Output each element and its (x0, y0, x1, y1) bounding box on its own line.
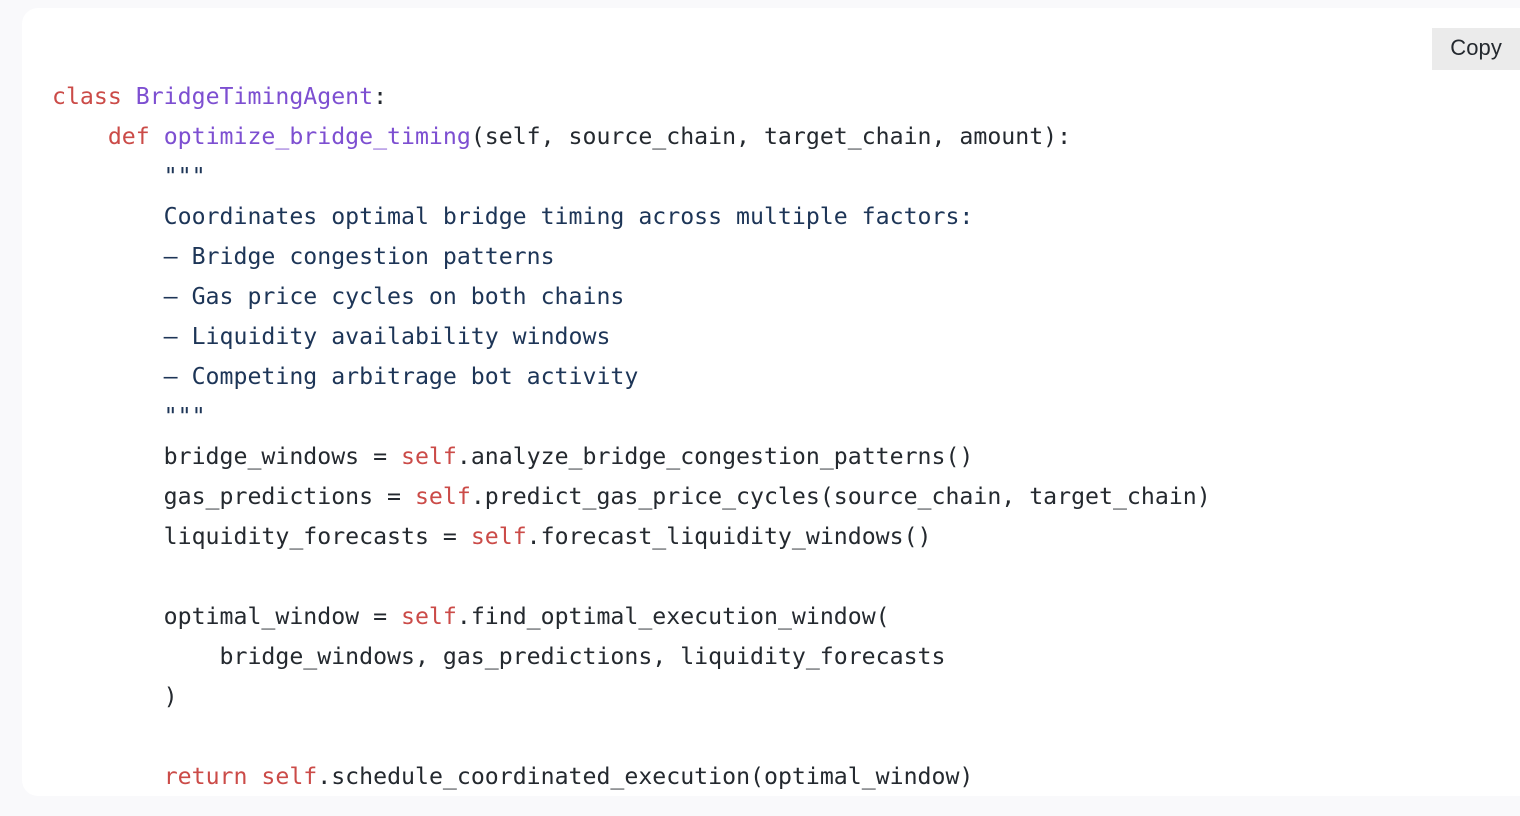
code-line: """ (52, 157, 1211, 197)
code-token-self: self (414, 483, 471, 511)
code-token-plain: .find_optimal_execution_window( (456, 603, 890, 631)
code-token-doc: – Competing arbitrage bot activity (52, 363, 639, 391)
code-line: """ (52, 397, 1211, 437)
code-line: bridge_windows = self.analyze_bridge_con… (52, 437, 1211, 477)
code-token-self: self (470, 523, 527, 551)
code-line: def optimize_bridge_timing(self, source_… (52, 117, 1211, 157)
code-token-kw: return (163, 763, 262, 791)
code-line: ​ (52, 717, 1211, 757)
code-line: – Bridge congestion patterns (52, 237, 1211, 277)
code-token-name: BridgeTimingAgent (135, 83, 374, 111)
code-token-doc: """ (52, 163, 206, 191)
code-token-plain: optimal_window = (52, 603, 402, 631)
code-token-plain: ) (52, 683, 178, 711)
code-token-name: optimize_bridge_timing (163, 123, 471, 151)
code-line: optimal_window = self.find_optimal_execu… (52, 597, 1211, 637)
code-block-card: Copy class BridgeTimingAgent: def optimi… (22, 8, 1520, 796)
code-token-plain: (self, source_chain, target_chain, amoun… (470, 123, 1072, 151)
code-line: Coordinates optimal bridge timing across… (52, 197, 1211, 237)
code-line: bridge_windows, gas_predictions, liquidi… (52, 637, 1211, 677)
code-token-doc: """ (52, 403, 206, 431)
code-line: – Liquidity availability windows (52, 317, 1211, 357)
code-line: gas_predictions = self.predict_gas_price… (52, 477, 1211, 517)
code-token-plain: liquidity_forecasts = (52, 523, 471, 551)
code-line: liquidity_forecasts = self.forecast_liqu… (52, 517, 1211, 557)
code-token-doc: – Gas price cycles on both chains (52, 283, 625, 311)
code-token-doc: – Bridge congestion patterns (52, 243, 555, 271)
code-token-doc: Coordinates optimal bridge timing across… (52, 203, 974, 231)
code-token-self: self (261, 763, 318, 791)
code-token-self: self (401, 443, 457, 471)
code-token-plain: .forecast_liquidity_windows() (526, 523, 932, 551)
code-line: class BridgeTimingAgent: (52, 77, 1211, 117)
code-token-plain: : (373, 83, 388, 111)
code-token-plain: .schedule_coordinated_execution(optimal_… (317, 763, 974, 791)
code-content[interactable]: class BridgeTimingAgent: def optimize_br… (22, 31, 1211, 796)
code-token-plain: bridge_windows = (52, 443, 402, 471)
code-line: ) (52, 677, 1211, 717)
copy-code-button[interactable]: Copy (1432, 28, 1520, 70)
code-token-kw: def (107, 123, 164, 151)
code-token-self: self (401, 603, 457, 631)
code-token-kw: class (52, 83, 136, 111)
code-token-plain (52, 123, 108, 150)
code-token-plain: .analyze_bridge_congestion_patterns() (456, 443, 974, 471)
code-token-plain: bridge_windows, gas_predictions, liquidi… (52, 643, 946, 671)
code-token-plain (52, 763, 164, 790)
code-line: – Gas price cycles on both chains (52, 277, 1211, 317)
code-token-doc: – Liquidity availability windows (52, 323, 611, 351)
code-token-plain: gas_predictions = (52, 483, 415, 511)
code-line: ​ (52, 557, 1211, 597)
code-line: return self.schedule_coordinated_executi… (52, 757, 1211, 796)
code-line: – Competing arbitrage bot activity (52, 357, 1211, 397)
code-token-plain: .predict_gas_price_cycles(source_chain, … (470, 483, 1211, 511)
